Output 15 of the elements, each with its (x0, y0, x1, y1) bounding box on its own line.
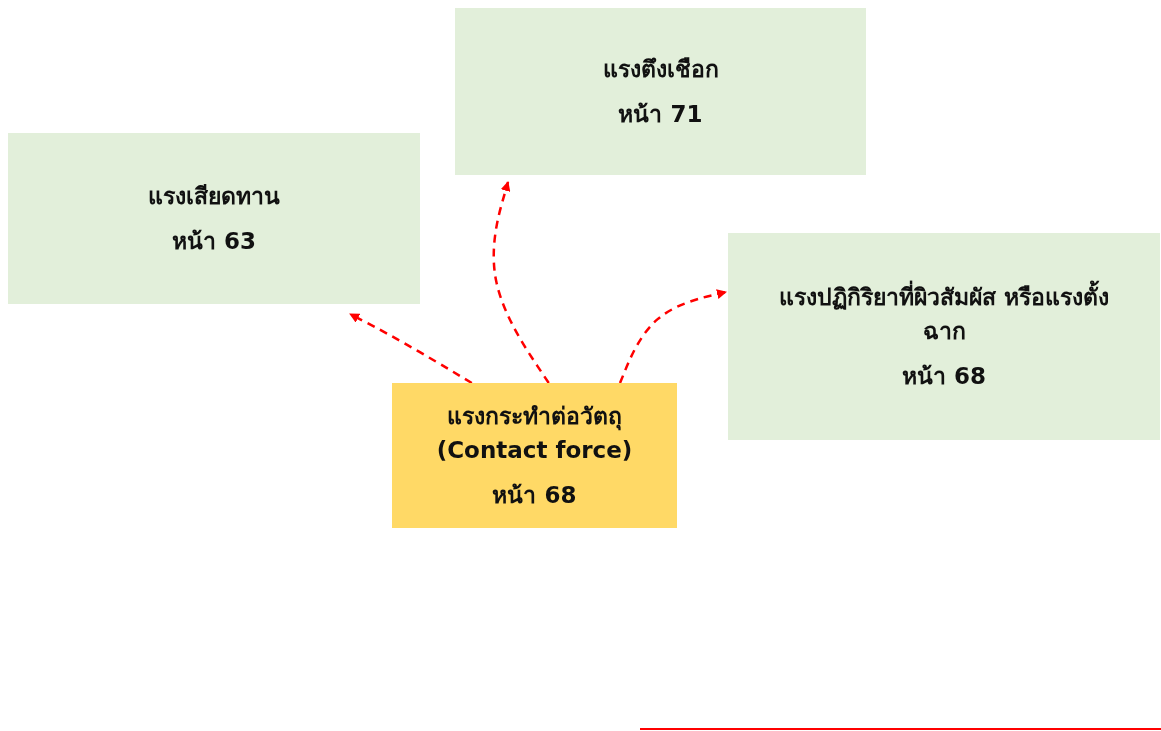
topic-title: แรงตึงเชือก (602, 55, 719, 84)
topic-title: แรงปฏิกิริยาที่ผิวสัมผัส หรือแรงตั้งฉาก (768, 279, 1120, 349)
central-box (392, 383, 677, 528)
topic-box (8, 133, 420, 304)
dashed-arrow (492, 181, 550, 384)
topic-box (455, 8, 866, 175)
dashed-arrow (618, 289, 727, 384)
page-number: หน้า 63 (172, 226, 256, 256)
page-number: หน้า 68 (492, 480, 577, 510)
topic-title: แรงเสียดทาน (148, 182, 280, 211)
topic-box (728, 233, 1160, 440)
page-number: หน้า 68 (902, 361, 986, 391)
page-number: หน้า 71 (618, 99, 703, 129)
topic-title: แรงกระทำต่อวัตถุ (Contact force) (435, 401, 634, 466)
dashed-arrow (349, 312, 473, 385)
